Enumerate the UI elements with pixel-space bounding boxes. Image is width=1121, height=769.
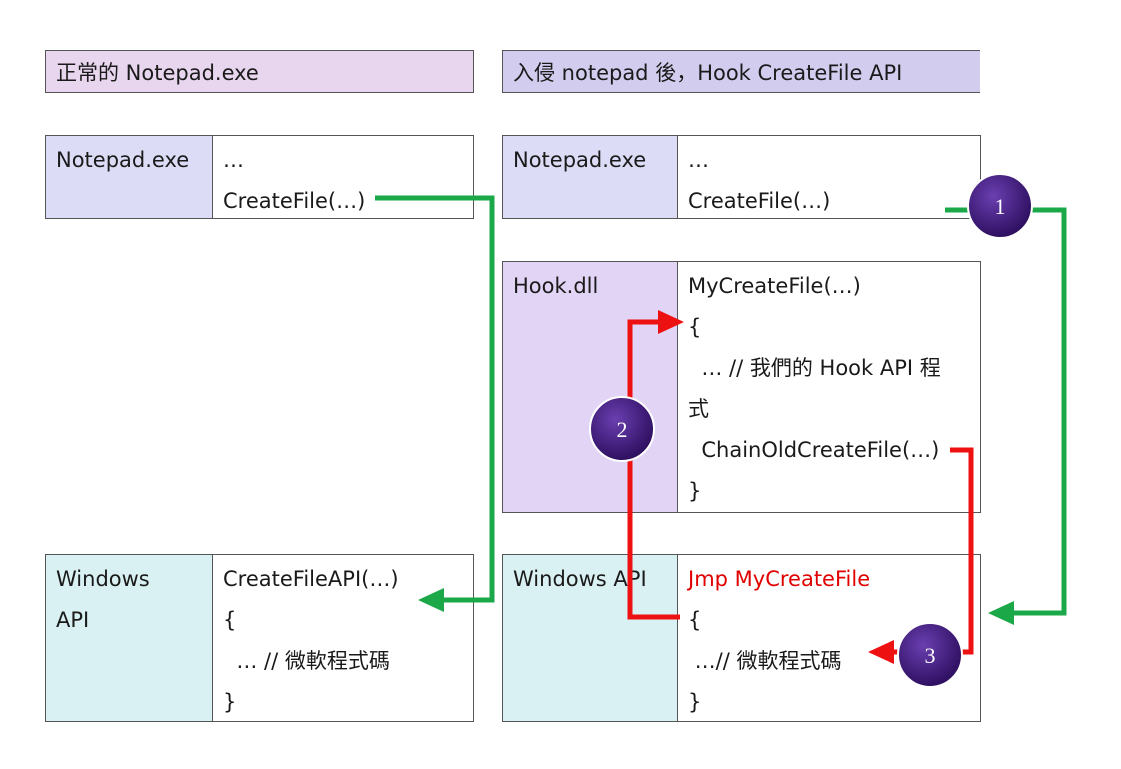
code-line: } [688,690,702,714]
left-winapi-box: Windows API CreateFileAPI(…) { … // 微軟程式… [45,554,474,722]
code-line: …// 微軟程式碼 [688,649,842,673]
code-line: } [223,690,237,714]
right-winapi-label: Windows API [513,567,647,591]
right-hook-label: Hook.dll [513,274,599,298]
left-notepad-label-cell: Notepad.exe [46,136,213,218]
code-line: } [688,479,702,503]
code-line: CreateFile(…) [688,189,831,213]
code-line: … [688,148,709,172]
left-notepad-box: Notepad.exe … CreateFile(…) [45,135,474,219]
svg-text:2: 2 [617,417,628,442]
jmp-line: Jmp MyCreateFile [688,567,871,591]
code-line: { [223,608,237,632]
left-notepad-label: Notepad.exe [56,148,190,172]
code-line: ChainOldCreateFile(…) [688,438,940,462]
left-winapi-code: CreateFileAPI(…) { … // 微軟程式碼 } [213,555,473,721]
code-line: … // 我們的 Hook API 程 [688,356,941,380]
right-winapi-code: Jmp MyCreateFile { …// 微軟程式碼 } [678,555,980,721]
code-line: { [688,315,702,339]
right-notepad-label-cell: Notepad.exe [503,136,678,218]
red-arrow-jmp [627,310,684,620]
badge-2: 2 [589,396,655,462]
left-green-arrow [375,195,495,612]
right-hook-box: Hook.dll MyCreateFile(…) { … // 我們的 Hook… [502,261,981,513]
right-notepad-box: Notepad.exe … CreateFile(…) [502,135,981,219]
right-winapi-box: Windows API Jmp MyCreateFile { …// 微軟程式碼… [502,554,981,722]
code-line: … [223,148,244,172]
svg-text:1: 1 [995,194,1006,219]
right-green-arrow [945,207,1067,625]
label-line: API [56,608,90,632]
right-notepad-code: … CreateFile(…) [678,136,980,218]
code-line: … // 微軟程式碼 [223,649,390,673]
code-line: 式 [688,397,709,421]
label-line: Windows [56,567,150,591]
badge-1: 1 [967,173,1033,239]
left-title: 正常的 Notepad.exe [45,50,474,93]
right-notepad-label: Notepad.exe [513,148,647,172]
left-notepad-code: … CreateFile(…) [213,136,473,218]
right-hook-code: MyCreateFile(…) { … // 我們的 Hook API 程 式 … [678,262,980,512]
code-line: { [688,608,702,632]
badge-3: 3 [897,622,963,688]
code-line: MyCreateFile(…) [688,274,861,298]
right-winapi-label-cell: Windows API [503,555,678,721]
right-hook-label-cell: Hook.dll [503,262,678,512]
left-winapi-label: Windows API [46,555,212,641]
left-winapi-label-cell: Windows API [46,555,213,721]
svg-text:3: 3 [925,643,936,668]
code-line: CreateFile(…) [223,189,366,213]
right-title: 入侵 notepad 後，Hook CreateFile API [502,50,980,93]
code-line: CreateFileAPI(…) [223,567,399,591]
